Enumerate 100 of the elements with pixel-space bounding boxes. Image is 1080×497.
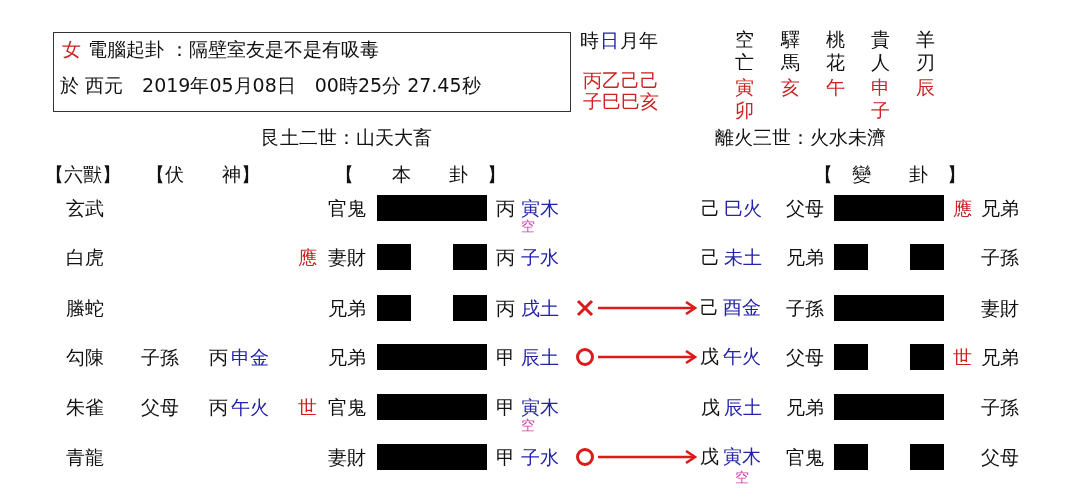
stem-text: 丙 [495,297,515,319]
column-header: 【 本 卦 】 [334,163,506,185]
branch-text: 辰土 [521,346,559,368]
line-bar [377,344,487,370]
line-bar [834,344,868,370]
text-label: 驛馬 [780,28,800,74]
relation-text: 妻財 [981,297,1019,319]
branch-text: 寅木 [521,396,559,418]
spirit-name: 白虎 [66,246,104,268]
cross-mark [576,299,594,317]
column-header: 【 變 卦 】 [814,163,966,185]
stem-text: 甲 [495,346,515,368]
stem-text: 丙 [208,396,228,418]
line-bar [377,295,411,321]
arrow [598,300,697,316]
stem-text: 己 [700,197,720,219]
relation-text: 妻財 [328,446,366,468]
text-label: 亥 [780,76,800,99]
branch-text: 辰土 [724,396,762,418]
branch-text: 酉金 [723,297,761,318]
void-label: 空 [521,418,535,434]
line-bar [834,295,944,321]
branch-text: 巳火 [724,197,762,219]
relation-text: 官鬼 [328,197,366,219]
text-label: 空亡 [734,28,754,74]
relation-text: 子孫 [786,297,824,319]
text-label: 辰 [915,76,935,99]
date-text: 於 西元 2019年05月08日 00時25分 27.45秒 [60,75,481,96]
stem-text: 戊 [700,346,719,367]
text-label: 丙乙己己 [583,69,659,91]
text-label: 貴人 [870,28,890,74]
line-bar [453,244,487,270]
line-bar [377,195,487,221]
text-label: 桃花 [825,28,845,74]
text-label: 日 [599,29,619,51]
relation-text: 父母 [786,197,824,219]
line-bar [377,444,487,470]
stem-text: 丙 [495,197,515,219]
spirit-name: 青龍 [66,446,104,468]
stem-text: 丙 [208,346,228,368]
spirit-name: 勾陳 [66,346,104,368]
branch-text: 申金 [231,346,269,368]
branch-text: 子水 [521,446,559,468]
line-bar [910,344,944,370]
question-box [53,32,571,112]
line-bar [834,444,868,470]
relation-text: 父母 [981,446,1019,468]
relation-text: 子孫 [981,396,1019,418]
relation-text: 子孫 [981,246,1019,268]
line-bar [377,244,411,270]
column-header: 【六獸】 [45,163,121,185]
relation-text: 兄弟 [328,346,366,368]
void-label: 空 [521,219,535,235]
column-header: 【伏 神】 [146,163,260,185]
hexagram-title: 艮土二世：山天大畜 [260,126,432,148]
spirit-name: 朱雀 [66,396,104,418]
branch-text: 寅木 [723,446,761,467]
stem-text: 甲 [495,446,515,468]
text-label: 午 [825,76,845,99]
line-bar [834,244,868,270]
relation-text: 父母 [141,396,179,418]
spirit-name: 螣蛇 [66,297,104,319]
branch-text: 戌土 [521,297,559,319]
branch-text: 午火 [231,396,269,418]
line-bar [453,295,487,321]
stem-text: 戊 [700,446,719,467]
stem-text: 己 [700,297,719,318]
circle-mark [576,348,594,366]
hexagram-title: 離火三世：火水未濟 [714,126,886,148]
relation-text: 兄弟 [981,346,1019,368]
text-label: 申子 [870,76,890,122]
relation-text: 妻財 [328,246,366,268]
line-bar [910,244,944,270]
branch-text: 未土 [724,246,762,268]
arrow [598,449,697,465]
question-text: 電腦起卦 ：隔壁室友是不是有吸毒 [88,39,380,60]
arrow [598,349,697,365]
relation-text: 兄弟 [981,197,1019,219]
line-bar [834,195,944,221]
relation-text: 兄弟 [786,396,824,418]
spirit-name: 玄武 [66,197,104,219]
relation-text: 子孫 [141,346,179,368]
line-bar [377,394,487,420]
relation-text: 官鬼 [786,446,824,468]
circle-mark [576,448,594,466]
text-label: 寅卯 [734,76,754,122]
relation-text: 兄弟 [328,297,366,319]
line-bar [834,394,944,420]
marker-text: 應 [297,246,317,268]
stem-text: 戊 [700,396,720,418]
text-label: 羊刃 [915,28,935,74]
branch-text: 寅木 [521,197,559,219]
gender-text: 女 [62,39,81,60]
stem-text: 丙 [495,246,515,268]
void-label: 空 [735,470,749,486]
marker-text: 應 [952,197,972,219]
line-bar [910,444,944,470]
marker-text: 世 [297,396,317,418]
branch-text: 子水 [521,246,559,268]
stem-text: 甲 [495,396,515,418]
